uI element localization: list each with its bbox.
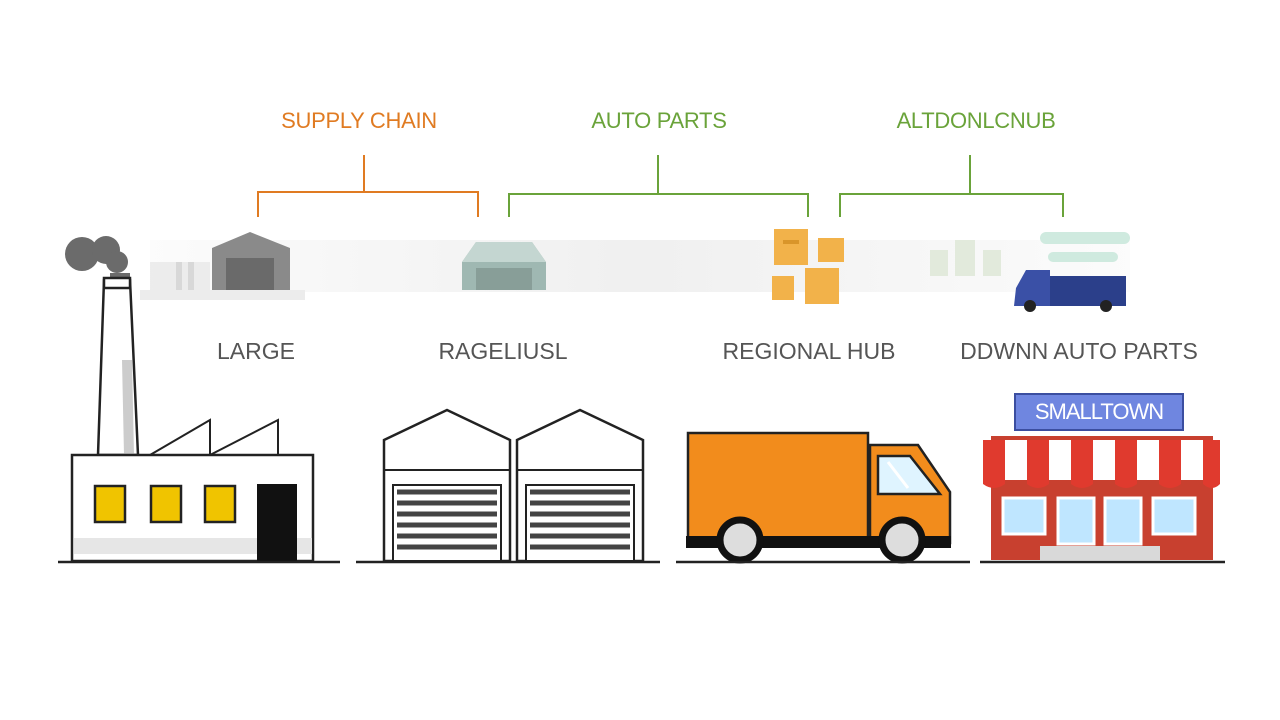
category-label-supply-chain: SUPPLY CHAIN: [281, 108, 437, 133]
stage-label-large: LARGE: [217, 338, 295, 364]
small-factory-icon: [140, 232, 305, 300]
stage-label-regional-hub: REGIONAL HUB: [722, 338, 896, 364]
delivery-truck-icon: [676, 431, 970, 564]
bracket-auto-parts: [508, 155, 809, 217]
small-boxes-icon: [772, 229, 844, 304]
store-sign-text: SMALLTOWN: [1034, 399, 1164, 424]
category-label-hub: ALTDONLCNUB: [896, 108, 1056, 133]
small-warehouse-icon: [462, 242, 546, 290]
storefront-icon: [980, 393, 1225, 564]
bracket-supply-chain: [257, 155, 479, 217]
small-truck-icon: [930, 232, 1130, 312]
stage-label-warehouse: RAGELIUSL: [438, 338, 568, 364]
warehouse-icon: [356, 408, 660, 564]
bracket-hub: [839, 155, 1064, 217]
stage-label-auto-parts: DDWNN AUTO PARTS: [960, 338, 1198, 364]
category-label-auto-parts: AUTO PARTS: [591, 108, 727, 133]
factory-icon: [58, 236, 340, 564]
